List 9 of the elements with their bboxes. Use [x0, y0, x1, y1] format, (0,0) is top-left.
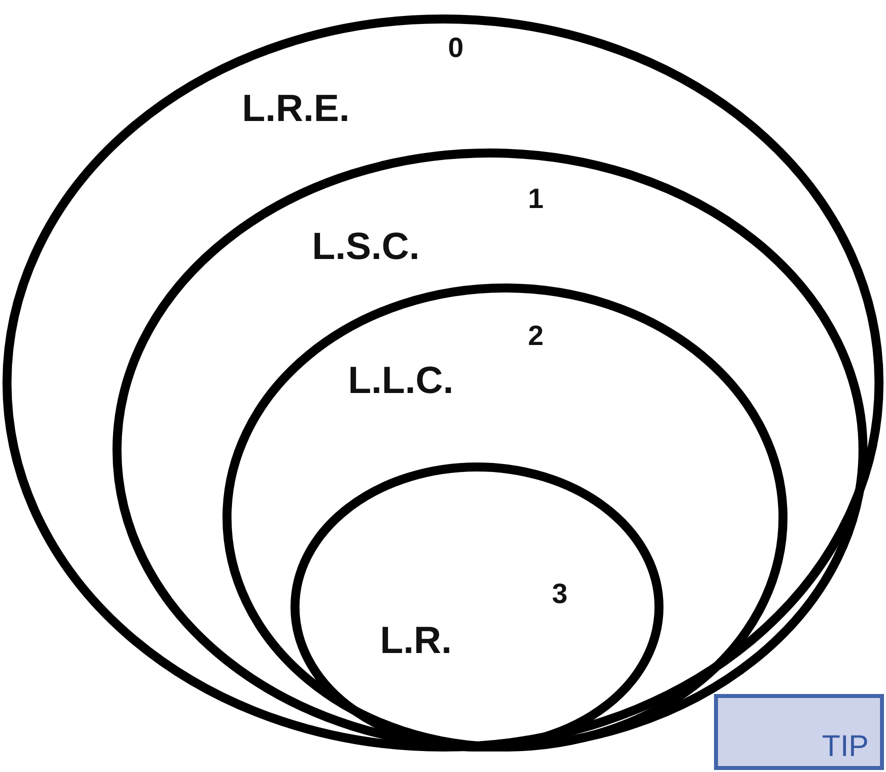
- set-label: L.L.C.: [348, 362, 454, 400]
- set-label: L.S.C.: [312, 228, 420, 266]
- set-label: L.R.: [380, 622, 452, 660]
- note-title: TIP: [822, 732, 869, 762]
- level-number: 3: [552, 580, 568, 608]
- level-number: 2: [528, 322, 544, 350]
- level-number: 1: [528, 185, 544, 213]
- level-number: 0: [448, 34, 464, 62]
- set-label: L.R.E.: [242, 90, 350, 128]
